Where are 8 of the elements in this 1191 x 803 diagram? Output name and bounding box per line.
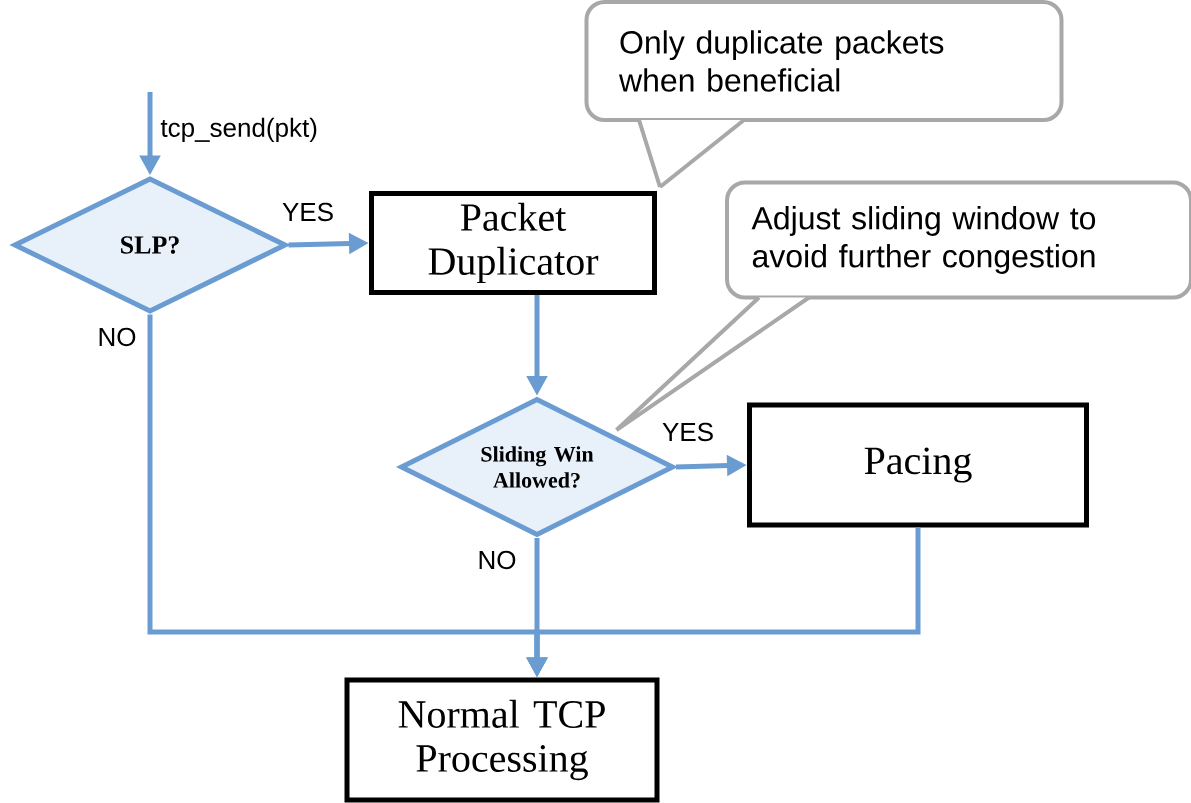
edge-label: NO — [475, 548, 519, 572]
edge-label: tcp_send(pkt) — [158, 115, 320, 145]
edge-label: NO — [95, 325, 139, 349]
process-box: Packet Duplicator — [369, 191, 657, 295]
process-box: Normal TCP Processing — [344, 677, 660, 803]
callout-bubble: Adjust sliding window to avoid further congestion — [725, 180, 1191, 300]
process-box: Pacing — [747, 402, 1089, 528]
callout-pointer — [637, 118, 746, 189]
